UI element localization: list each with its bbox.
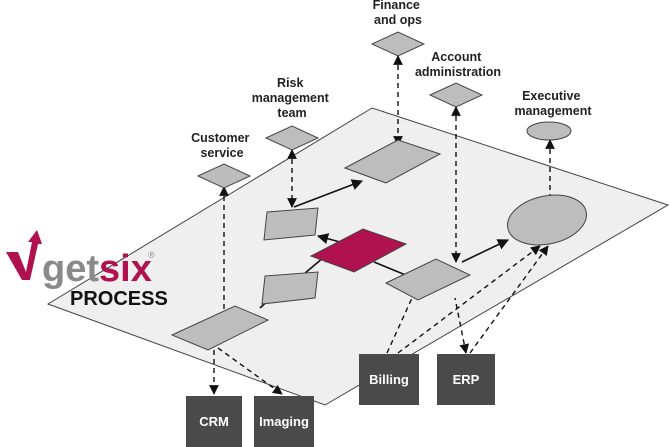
getsix-logo: getsix ®	[6, 230, 155, 290]
process-step-highlight	[309, 228, 408, 273]
flow-3	[316, 233, 341, 245]
system-erp-label: ERP	[453, 372, 480, 387]
label-customer-service: Customer service	[191, 131, 253, 160]
role-ellipse-executive	[526, 121, 572, 141]
connector-billing	[386, 297, 413, 354]
label-executive: Executive management	[514, 89, 592, 118]
role-diamond-finance-ops	[370, 31, 426, 57]
process-step-2	[261, 271, 319, 305]
label-risk-management: Risk management team	[252, 76, 333, 120]
system-billing-label: Billing	[369, 372, 409, 387]
role-diamond-account-admin	[428, 82, 484, 108]
flow-5	[373, 261, 409, 277]
process-step-account	[384, 258, 472, 301]
flow-6	[461, 239, 510, 263]
system-crm: CRM	[186, 396, 242, 447]
system-crm-label: CRM	[199, 414, 229, 429]
system-billing: Billing	[359, 354, 419, 405]
system-imaging: Imaging	[254, 396, 314, 447]
brand-name-part1: get	[42, 248, 99, 290]
system-erp: ERP	[437, 354, 495, 405]
process-title: PROCESS	[70, 288, 168, 310]
connector-imaging	[217, 347, 283, 395]
process-step-entry	[170, 305, 270, 351]
connector-billing-exec	[397, 245, 541, 354]
connector-erp-exec	[469, 245, 549, 354]
role-diamond-risk-management	[264, 125, 320, 151]
label-account-admin: Account administration	[415, 50, 501, 79]
process-step-executive	[507, 194, 587, 246]
svg-text:getsix: getsix	[42, 248, 152, 290]
label-finance-ops: Finance and ops	[373, 0, 424, 27]
process-step-finance	[343, 139, 442, 184]
registered-mark: ®	[148, 250, 155, 260]
connector-erp	[454, 297, 470, 354]
role-diamond-customer-service	[196, 163, 252, 189]
process-step-risk	[263, 207, 319, 241]
system-imaging-label: Imaging	[259, 414, 309, 429]
brand-name-part2: six	[99, 248, 152, 290]
logo-mark-icon	[6, 230, 42, 280]
flow-4	[293, 179, 364, 208]
